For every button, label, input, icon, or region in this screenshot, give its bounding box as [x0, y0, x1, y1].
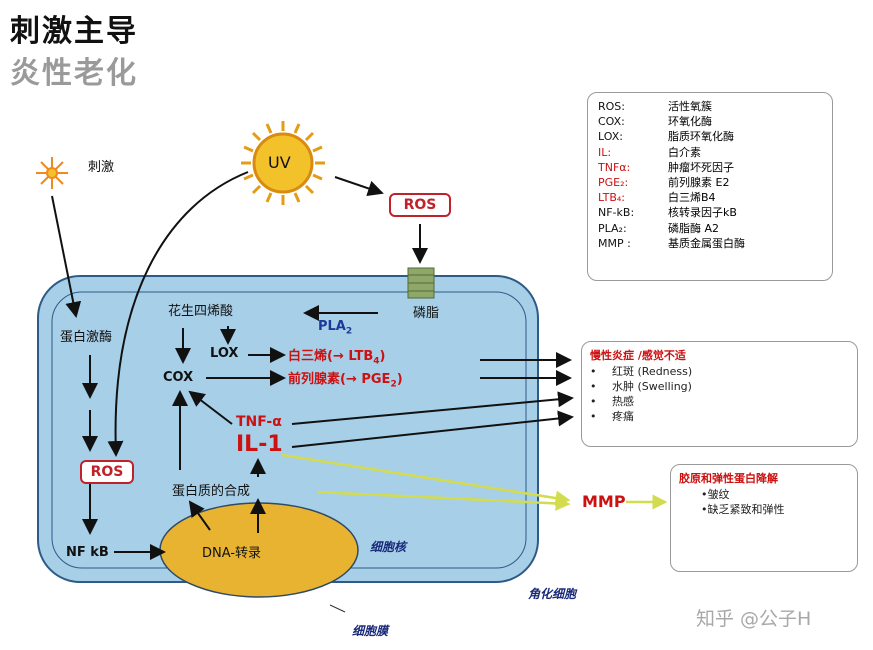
- legend-value: 前列腺素 E2: [668, 176, 730, 190]
- ltb4-label: 白三烯(→ LTB4): [288, 345, 386, 367]
- inflammation-list: • 红斑 (Redness) • 水肿 (Swelling) • 热感 • 疼痛: [590, 364, 857, 424]
- ltb4-close: ): [379, 349, 386, 364]
- legend-key: LOX:: [598, 130, 623, 144]
- membrane-pointer: [329, 604, 346, 613]
- keratinocyte-label: 角化细胞: [528, 587, 577, 601]
- bullet-icon: •: [590, 380, 597, 393]
- arrow-tnf-to-inflammation: [291, 391, 574, 425]
- legend-value: 活性氧簇: [668, 100, 712, 113]
- legend-box: ROS: 活性氧簇 COX: 环氧化酶 LOX: 脂质环氧化酶 IL: 白介素 TNFα: 肿瘤坏…: [587, 92, 833, 281]
- legend-value: 环氧化酶: [668, 115, 712, 129]
- inflammation-item: • 疼痛: [590, 409, 857, 424]
- pla2-text: PLA: [318, 319, 346, 334]
- pge2-text: 前列腺素(→ PGE: [288, 372, 391, 387]
- inflammation-item: • 热感: [590, 394, 857, 409]
- lox-label: LOX: [210, 346, 239, 361]
- arrow-tnf-to-cox: [188, 390, 233, 425]
- legend-value: 磷脂酶 A2: [668, 221, 720, 235]
- legend-key: LTB₄:: [598, 191, 625, 205]
- pge2-subscript: 2: [390, 379, 397, 390]
- pge2-label: 前列腺素(→ PGE2): [288, 368, 403, 390]
- legend-key: NF-kB:: [598, 206, 635, 220]
- legend-key: ROS:: [598, 100, 625, 113]
- pge2-close: ): [396, 372, 403, 387]
- inflammation-item-text: 水肿 (Swelling): [612, 380, 692, 393]
- legend-key: COX:: [598, 115, 625, 129]
- inflammation-item-text: 疼痛: [612, 410, 634, 423]
- legend-row: PLA₂: 磷脂酶 A2: [598, 221, 832, 236]
- stimulus-label: 刺激: [88, 160, 115, 175]
- arrow-nfkb-to-mmp: [317, 490, 571, 511]
- ltb4-text: 白三烯(→ LTB: [288, 349, 374, 364]
- legend-row: ROS: 活性氧簇: [598, 99, 832, 114]
- cox-label: COX: [163, 370, 194, 385]
- legend-row: PGE₂: 前列腺素 E2: [598, 175, 832, 190]
- ltb4-subscript: 4: [373, 356, 380, 367]
- legend-value: 核转录因子kB: [668, 206, 737, 220]
- protease-label: 蛋白激酶: [60, 330, 113, 345]
- bullet-icon: •: [590, 395, 597, 408]
- arrow-il1-to-mmp: [281, 453, 571, 506]
- ros-top-box: ROS: [389, 193, 451, 217]
- legend-row: LTB₄: 白三烯B4: [598, 190, 832, 205]
- inflammation-item: • 红斑 (Redness): [590, 364, 857, 379]
- legend-list: ROS: 活性氧簇 COX: 环氧化酶 LOX: 脂质环氧化酶 IL: 白介素 TNFα: 肿瘤坏…: [588, 93, 832, 251]
- inflammation-item-text: 红斑 (Redness): [612, 365, 693, 378]
- legend-value: 肿瘤坏死因子: [668, 160, 734, 174]
- phospholipid-label: 磷脂: [413, 306, 440, 321]
- dna-label: DNA-转录: [202, 546, 262, 561]
- membrane-label: 细胞膜: [352, 624, 389, 638]
- mmp-label: MMP: [582, 492, 626, 511]
- arrow-il1-to-inflammation: [291, 410, 574, 448]
- legend-key: TNFα:: [598, 160, 631, 174]
- arrow-uv-to-ros-top: [334, 176, 384, 197]
- arachidonic-label: 花生四烯酸: [168, 304, 234, 319]
- collagen-title: 胶原和弹性蛋白降解: [679, 472, 778, 485]
- legend-value: 基质金属蛋白酶: [668, 236, 745, 250]
- watermark: 知乎 @公子H: [696, 608, 812, 630]
- bullet-icon: •: [590, 365, 597, 378]
- nfkb-label: NF kB: [66, 545, 109, 560]
- inflammation-title: 慢性炎症 /感觉不适: [590, 349, 686, 362]
- pla2-label: PLA2: [318, 319, 352, 337]
- legend-key: IL:: [598, 145, 612, 159]
- arrow-stimulus-to-protease: [51, 195, 82, 318]
- title-line-1: 刺激主导: [10, 14, 138, 49]
- pla2-subscript: 2: [345, 326, 353, 337]
- il1-label: IL-1: [236, 432, 283, 457]
- ros-left-box: ROS: [80, 460, 134, 484]
- legend-row: LOX: 脂质环氧化酶: [598, 129, 832, 144]
- arrow-uv-to-ros: [107, 171, 249, 457]
- bullet-icon: •: [590, 410, 597, 423]
- inflammation-item: • 水肿 (Swelling): [590, 379, 857, 394]
- collagen-list: •皱纹 •缺乏紧致和弹性: [679, 487, 857, 517]
- legend-row: NF-kB: 核转录因子kB: [598, 205, 832, 220]
- protein-synthesis-label: 蛋白质的合成: [172, 484, 251, 499]
- collagen-box: 胶原和弹性蛋白降解 •皱纹 •缺乏紧致和弹性: [670, 464, 858, 572]
- inflammation-box: 慢性炎症 /感觉不适 • 红斑 (Redness) • 水肿 (Swelling) • 热…: [581, 341, 858, 447]
- legend-row: IL: 白介素: [598, 145, 832, 160]
- inflammation-item-text: 热感: [612, 395, 634, 408]
- stimulus-star-icon: [36, 157, 68, 189]
- collagen-item: •缺乏紧致和弹性: [701, 503, 785, 516]
- legend-key: PGE₂:: [598, 176, 629, 190]
- tnf-label: TNF-α: [236, 414, 282, 430]
- arrow-dna-to-synthesis: [188, 500, 211, 531]
- legend-row: TNFα: 肿瘤坏死因子: [598, 160, 832, 175]
- legend-value: 白三烯B4: [668, 191, 716, 205]
- legend-key: PLA₂:: [598, 221, 627, 235]
- legend-value: 脂质环氧化酶: [668, 130, 734, 144]
- phospholipid-icon: [407, 267, 435, 299]
- uv-sun-icon: [241, 121, 325, 205]
- collagen-item: •皱纹: [701, 488, 730, 501]
- uv-label: UV: [268, 153, 291, 172]
- legend-row: MMP : 基质金属蛋白酶: [598, 236, 832, 251]
- legend-key: MMP :: [598, 236, 631, 250]
- legend-row: COX: 环氧化酶: [598, 114, 832, 129]
- title-line-2: 炎性老化: [10, 56, 138, 91]
- nucleus-label: 细胞核: [370, 540, 407, 554]
- legend-value: 白介素: [668, 145, 701, 159]
